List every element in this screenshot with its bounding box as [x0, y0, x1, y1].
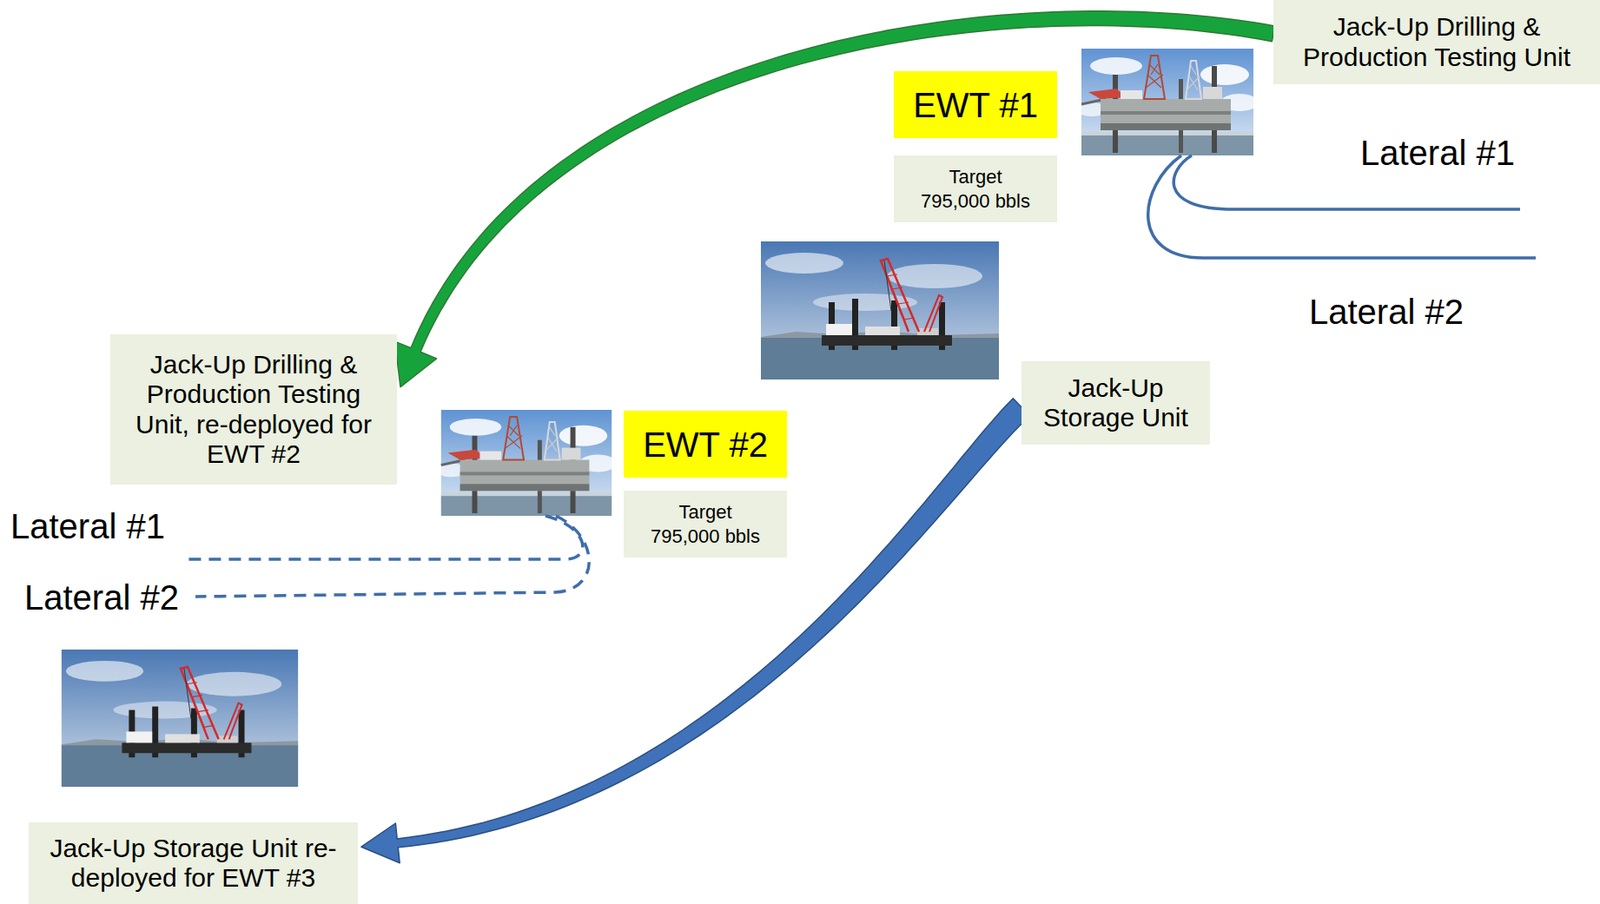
- storage-barge-photo: [61, 649, 298, 787]
- lateral-label: Lateral #2: [24, 577, 179, 618]
- node-text: EWT #1: [912, 85, 1039, 126]
- unit-label-box: Jack-Up Storage Unit re-deployed for EWT…: [28, 822, 358, 904]
- node-text: Target: [948, 165, 1002, 190]
- node-text: Jack-Up Drilling & Production Testing Un…: [1290, 12, 1583, 73]
- lateral-label: Lateral #1: [10, 506, 166, 547]
- lateral-label: Lateral #2: [1309, 291, 1464, 332]
- node-text: Jack-Up Storage Unit: [1035, 373, 1197, 434]
- node-text: EWT #2: [642, 424, 768, 465]
- storage-barge-photo: [760, 241, 999, 380]
- node-text: 795,000 bbls: [650, 524, 761, 549]
- drilling-rig-photo: [436, 409, 617, 516]
- target-box: Target795,000 bbls: [623, 490, 787, 558]
- drilling-rig-photo: [1076, 48, 1259, 156]
- node-text: Jack-Up Drilling & Production Testing Un…: [122, 350, 385, 470]
- node-text: 795,000 bbls: [920, 189, 1031, 214]
- planned-lateral-line: [195, 515, 589, 597]
- lateral-label: Lateral #1: [1360, 132, 1515, 173]
- node-text: Target: [678, 500, 732, 525]
- planned-lateral-line: [181, 515, 589, 597]
- unit-label-box: Jack-Up Drilling & Production Testing Un…: [1273, 0, 1600, 85]
- unit-label-box: Jack-Up Drilling & Production Testing Un…: [110, 334, 397, 485]
- node-text: Jack-Up Storage Unit re-deployed for EWT…: [46, 833, 341, 894]
- curved-arrow: [395, 11, 1276, 388]
- planned-lateral-line: [181, 515, 583, 560]
- test-title-box: EWT #1: [893, 71, 1058, 139]
- unit-label-box: Jack-Up Storage Unit: [1021, 361, 1210, 445]
- curved-arrow: [361, 398, 1031, 864]
- test-title-box: EWT #2: [623, 410, 787, 478]
- target-box: Target795,000 bbls: [893, 155, 1058, 223]
